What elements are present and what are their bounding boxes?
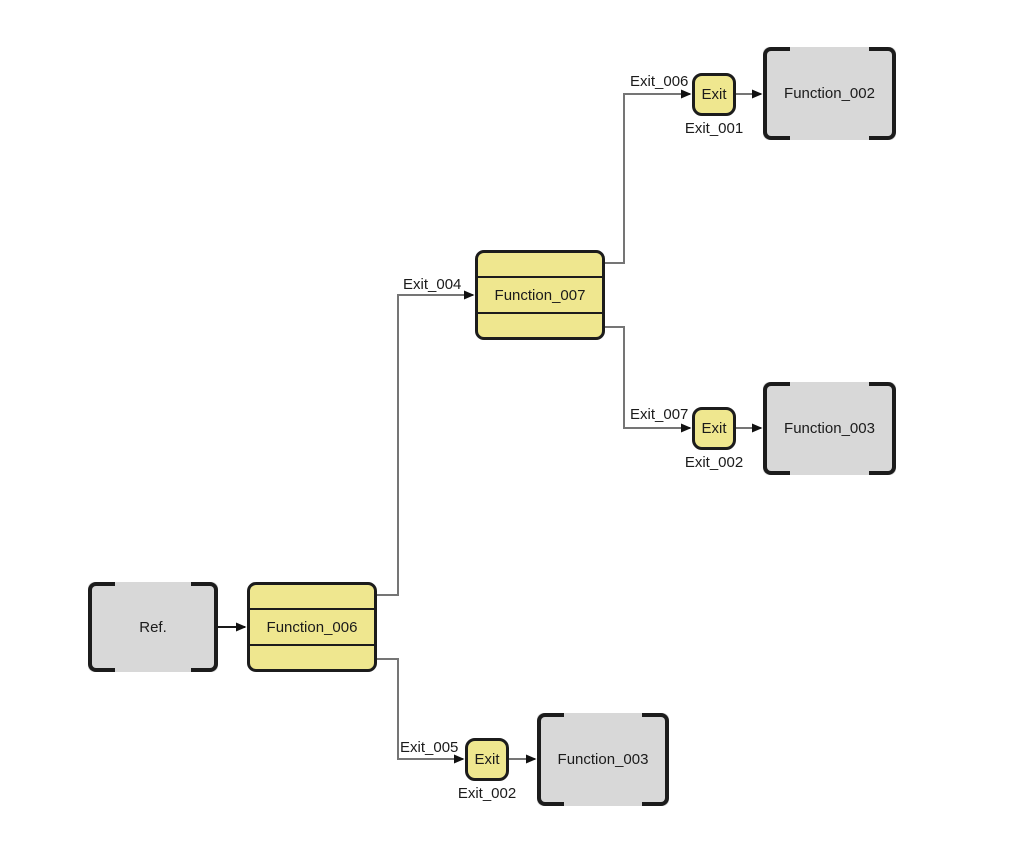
right-corner-bracket [191, 582, 218, 672]
edge-label-func007-to-exit006: Exit_006 [630, 73, 689, 90]
compartment-divider [478, 312, 602, 314]
node-func006[interactable]: Function_006 [247, 582, 377, 672]
node-sublabel-exit-mid: Exit_002 [684, 454, 744, 471]
node-label-exit-top: Exit [701, 86, 727, 103]
node-label-ref: Ref. [139, 618, 167, 636]
node-label-func006: Function_006 [266, 618, 358, 636]
edge-func006-to-func007 [377, 290, 475, 596]
node-func002[interactable]: Function_002 [763, 47, 896, 140]
edge-label-func006-to-func007: Exit_004 [403, 276, 462, 293]
node-label-func003-mid: Function_003 [784, 420, 875, 437]
left-corner-bracket [88, 582, 115, 672]
node-label-exit-bot: Exit [474, 751, 500, 768]
compartment-divider [250, 644, 374, 646]
node-func003-bot[interactable]: Function_003 [537, 713, 669, 806]
edge-label-func007-to-exit007: Exit_007 [630, 406, 689, 423]
node-exit-bot[interactable]: Exit [465, 738, 509, 781]
node-exit-top[interactable]: Exit [692, 73, 736, 116]
node-label-func002: Function_002 [784, 85, 875, 102]
edge-func007-to-exit006 [605, 89, 692, 264]
node-ref[interactable]: Ref. [88, 582, 218, 672]
compartment-divider [250, 608, 374, 610]
node-label-exit-mid: Exit [701, 420, 727, 437]
compartment-divider [478, 276, 602, 278]
node-sublabel-exit-top: Exit_001 [684, 120, 744, 137]
edge-label-func006-to-exit005: Exit_005 [400, 739, 459, 756]
node-func007[interactable]: Function_007 [475, 250, 605, 340]
node-func003-mid[interactable]: Function_003 [763, 382, 896, 475]
node-label-func007: Function_007 [494, 286, 586, 304]
node-label-func003-bot: Function_003 [557, 751, 649, 768]
node-exit-mid[interactable]: Exit [692, 407, 736, 450]
node-sublabel-exit-bot: Exit_002 [457, 785, 517, 802]
